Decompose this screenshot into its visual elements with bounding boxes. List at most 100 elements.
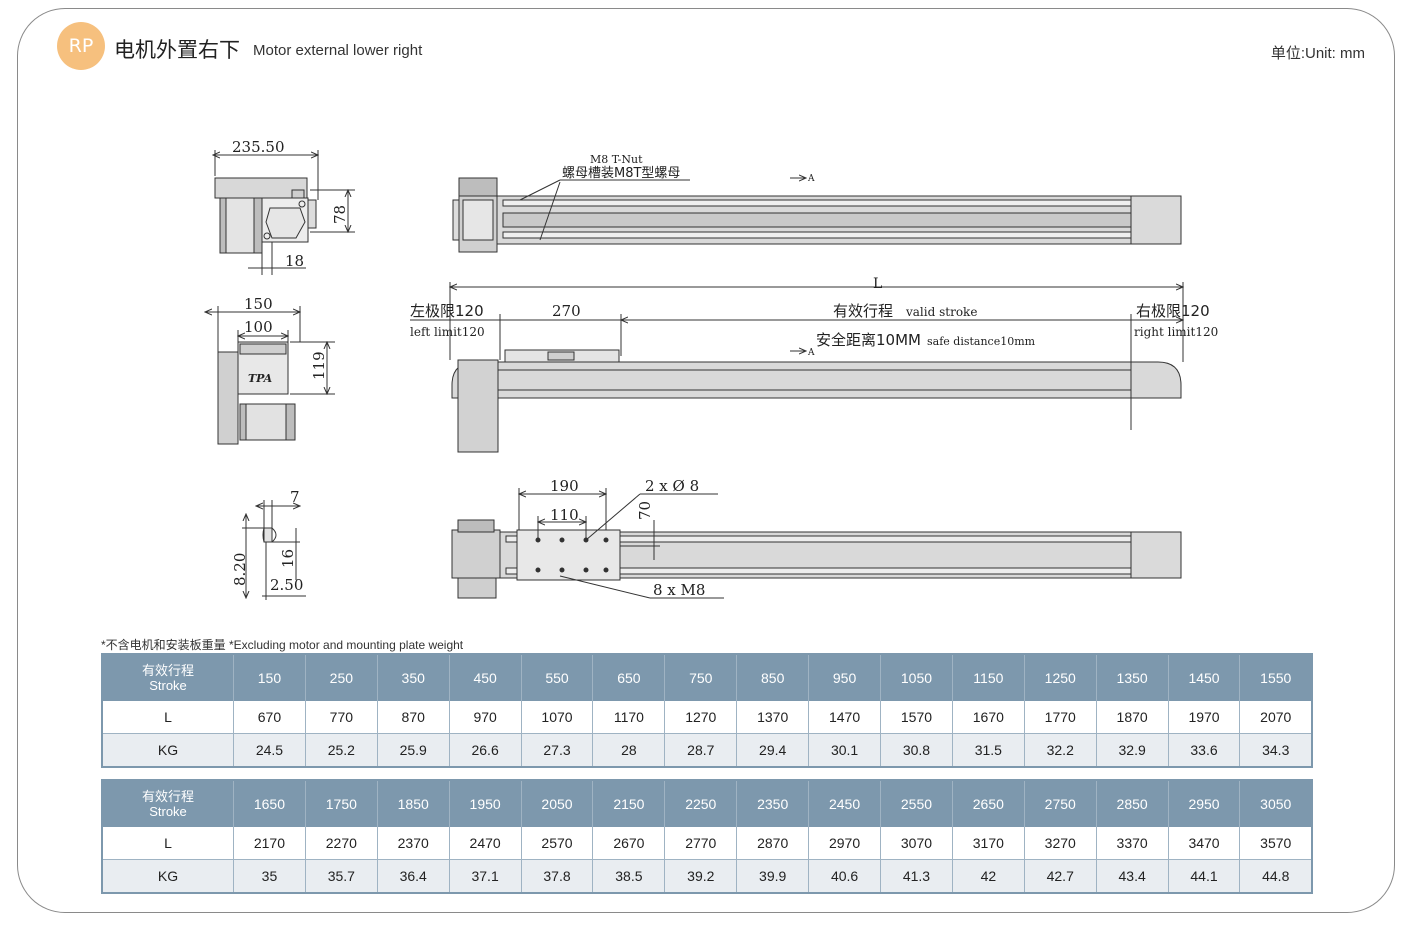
length-cell: 3270	[1024, 827, 1097, 860]
length-row: L 2170 2270 2370 2470 2570 2670 2770 287…	[102, 827, 1313, 860]
length-cell: 2370	[377, 827, 450, 860]
stroke-cell: 350	[377, 654, 450, 701]
length-cell: 1770	[1024, 701, 1097, 734]
weight-row: KG 24.5 25.2 25.9 26.6 27.3 28 28.7 29.4…	[102, 733, 1313, 768]
weight-cell: 42	[952, 859, 1025, 894]
dim-150: 150	[244, 295, 273, 313]
stroke-cell: 750	[664, 654, 738, 701]
stroke-cell: 550	[521, 654, 594, 701]
dim-2-50: 2.50	[270, 576, 303, 594]
weight-cell: 44.8	[1239, 859, 1313, 894]
weight-cell: 32.2	[1024, 733, 1097, 768]
length-cell: 2070	[1239, 701, 1313, 734]
weight-cell: 35.7	[305, 859, 378, 894]
length-cell: 1970	[1168, 701, 1241, 734]
stroke-cell: 1950	[449, 780, 522, 827]
safe-distance-en: safe distance10mm	[927, 335, 1036, 348]
weight-cell: 40.6	[808, 859, 882, 894]
holes-label: 2 x Ø 8	[645, 477, 699, 495]
length-cell: 1470	[808, 701, 882, 734]
length-cell: 1370	[736, 701, 810, 734]
weight-label: KG	[102, 859, 234, 894]
weight-cell: 42.7	[1024, 859, 1097, 894]
stroke-cell: 1150	[952, 654, 1025, 701]
stroke-cn: 有效行程	[833, 302, 893, 320]
stroke-cell: 1850	[377, 780, 450, 827]
length-cell: 1070	[521, 701, 594, 734]
page-frame	[17, 8, 1395, 913]
stroke-header-cn: 有效行程	[141, 663, 194, 678]
dim-270: 270	[552, 302, 581, 320]
length-cell: 2970	[808, 827, 882, 860]
screws-label: 8 x M8	[653, 581, 705, 599]
weight-cell: 43.4	[1096, 859, 1169, 894]
weight-cell: 26.6	[449, 733, 522, 768]
stroke-header-cn: 有效行程	[141, 789, 194, 804]
stroke-cell: 1050	[880, 654, 953, 701]
weight-label: KG	[102, 733, 234, 768]
stroke-cell: 2050	[521, 780, 594, 827]
weight-row: KG 35 35.7 36.4 37.1 37.8 38.5 39.2 39.9…	[102, 859, 1313, 894]
tnut-label: M8 T-Nut	[590, 153, 643, 166]
end-view-top	[213, 150, 355, 275]
weight-cell: 25.9	[377, 733, 450, 768]
rp-badge: RP	[57, 22, 105, 70]
stroke-cell: 150	[233, 654, 306, 701]
page-title-cn: 电机外置右下	[114, 38, 240, 62]
dim-119: 119	[310, 351, 328, 380]
stroke-cell: 1750	[305, 780, 378, 827]
stroke-cell: 850	[736, 654, 810, 701]
dim-16: 16	[279, 549, 297, 568]
dim-235-50: 235.50	[232, 138, 285, 156]
length-label: L	[102, 701, 234, 734]
weight-cell: 38.5	[592, 859, 666, 894]
dim-110: 110	[550, 506, 579, 524]
left-limit-cn: 左极限120	[410, 302, 484, 320]
weight-cell: 27.3	[521, 733, 594, 768]
length-cell: 3070	[880, 827, 953, 860]
length-cell: 1870	[1096, 701, 1169, 734]
weight-cell: 37.8	[521, 859, 594, 894]
weight-cell: 28.7	[664, 733, 738, 768]
technical-drawing: 235.50 78 18 150 100 119 TPA 7 8.20 16 2…	[0, 138, 1218, 600]
length-cell: 2870	[736, 827, 810, 860]
weight-cell: 35	[233, 859, 306, 894]
stroke-cell: 2150	[592, 780, 666, 827]
length-cell: 3570	[1239, 827, 1313, 860]
weight-cell: 37.1	[449, 859, 522, 894]
stroke-header-en: Stroke	[149, 804, 187, 819]
weight-note: *不含电机和安装板重量 *Excluding motor and mountin…	[101, 638, 464, 652]
weight-cell: 36.4	[377, 859, 450, 894]
safe-distance-cn: 安全距离10MM	[816, 331, 921, 349]
side-view-left	[205, 306, 335, 445]
length-cell: 2770	[664, 827, 738, 860]
stroke-cell: 2550	[880, 780, 953, 827]
dim-70: 70	[636, 501, 654, 520]
length-cell: 670	[233, 701, 306, 734]
weight-cell: 39.9	[736, 859, 810, 894]
weight-cell: 31.5	[952, 733, 1025, 768]
weight-cell: 28	[592, 733, 666, 768]
stroke-cell: 1250	[1024, 654, 1097, 701]
weight-cell: 30.1	[808, 733, 882, 768]
length-cell: 1670	[952, 701, 1025, 734]
tpa-logo: TPA	[248, 372, 273, 385]
length-cell: 2270	[305, 827, 378, 860]
slot-detail	[242, 500, 306, 600]
weight-cell: 41.3	[880, 859, 953, 894]
unit-label: 单位:Unit: mm	[1270, 45, 1365, 62]
dim-100: 100	[244, 318, 273, 336]
length-cell: 870	[377, 701, 450, 734]
stroke-cell: 250	[305, 654, 378, 701]
right-limit-cn: 右极限120	[1136, 302, 1210, 320]
weight-cell: 32.9	[1096, 733, 1169, 768]
stroke-cell: 2850	[1096, 780, 1169, 827]
stroke-header-en: Stroke	[149, 678, 187, 693]
length-cell: 2470	[449, 827, 522, 860]
length-cell: 2170	[233, 827, 306, 860]
